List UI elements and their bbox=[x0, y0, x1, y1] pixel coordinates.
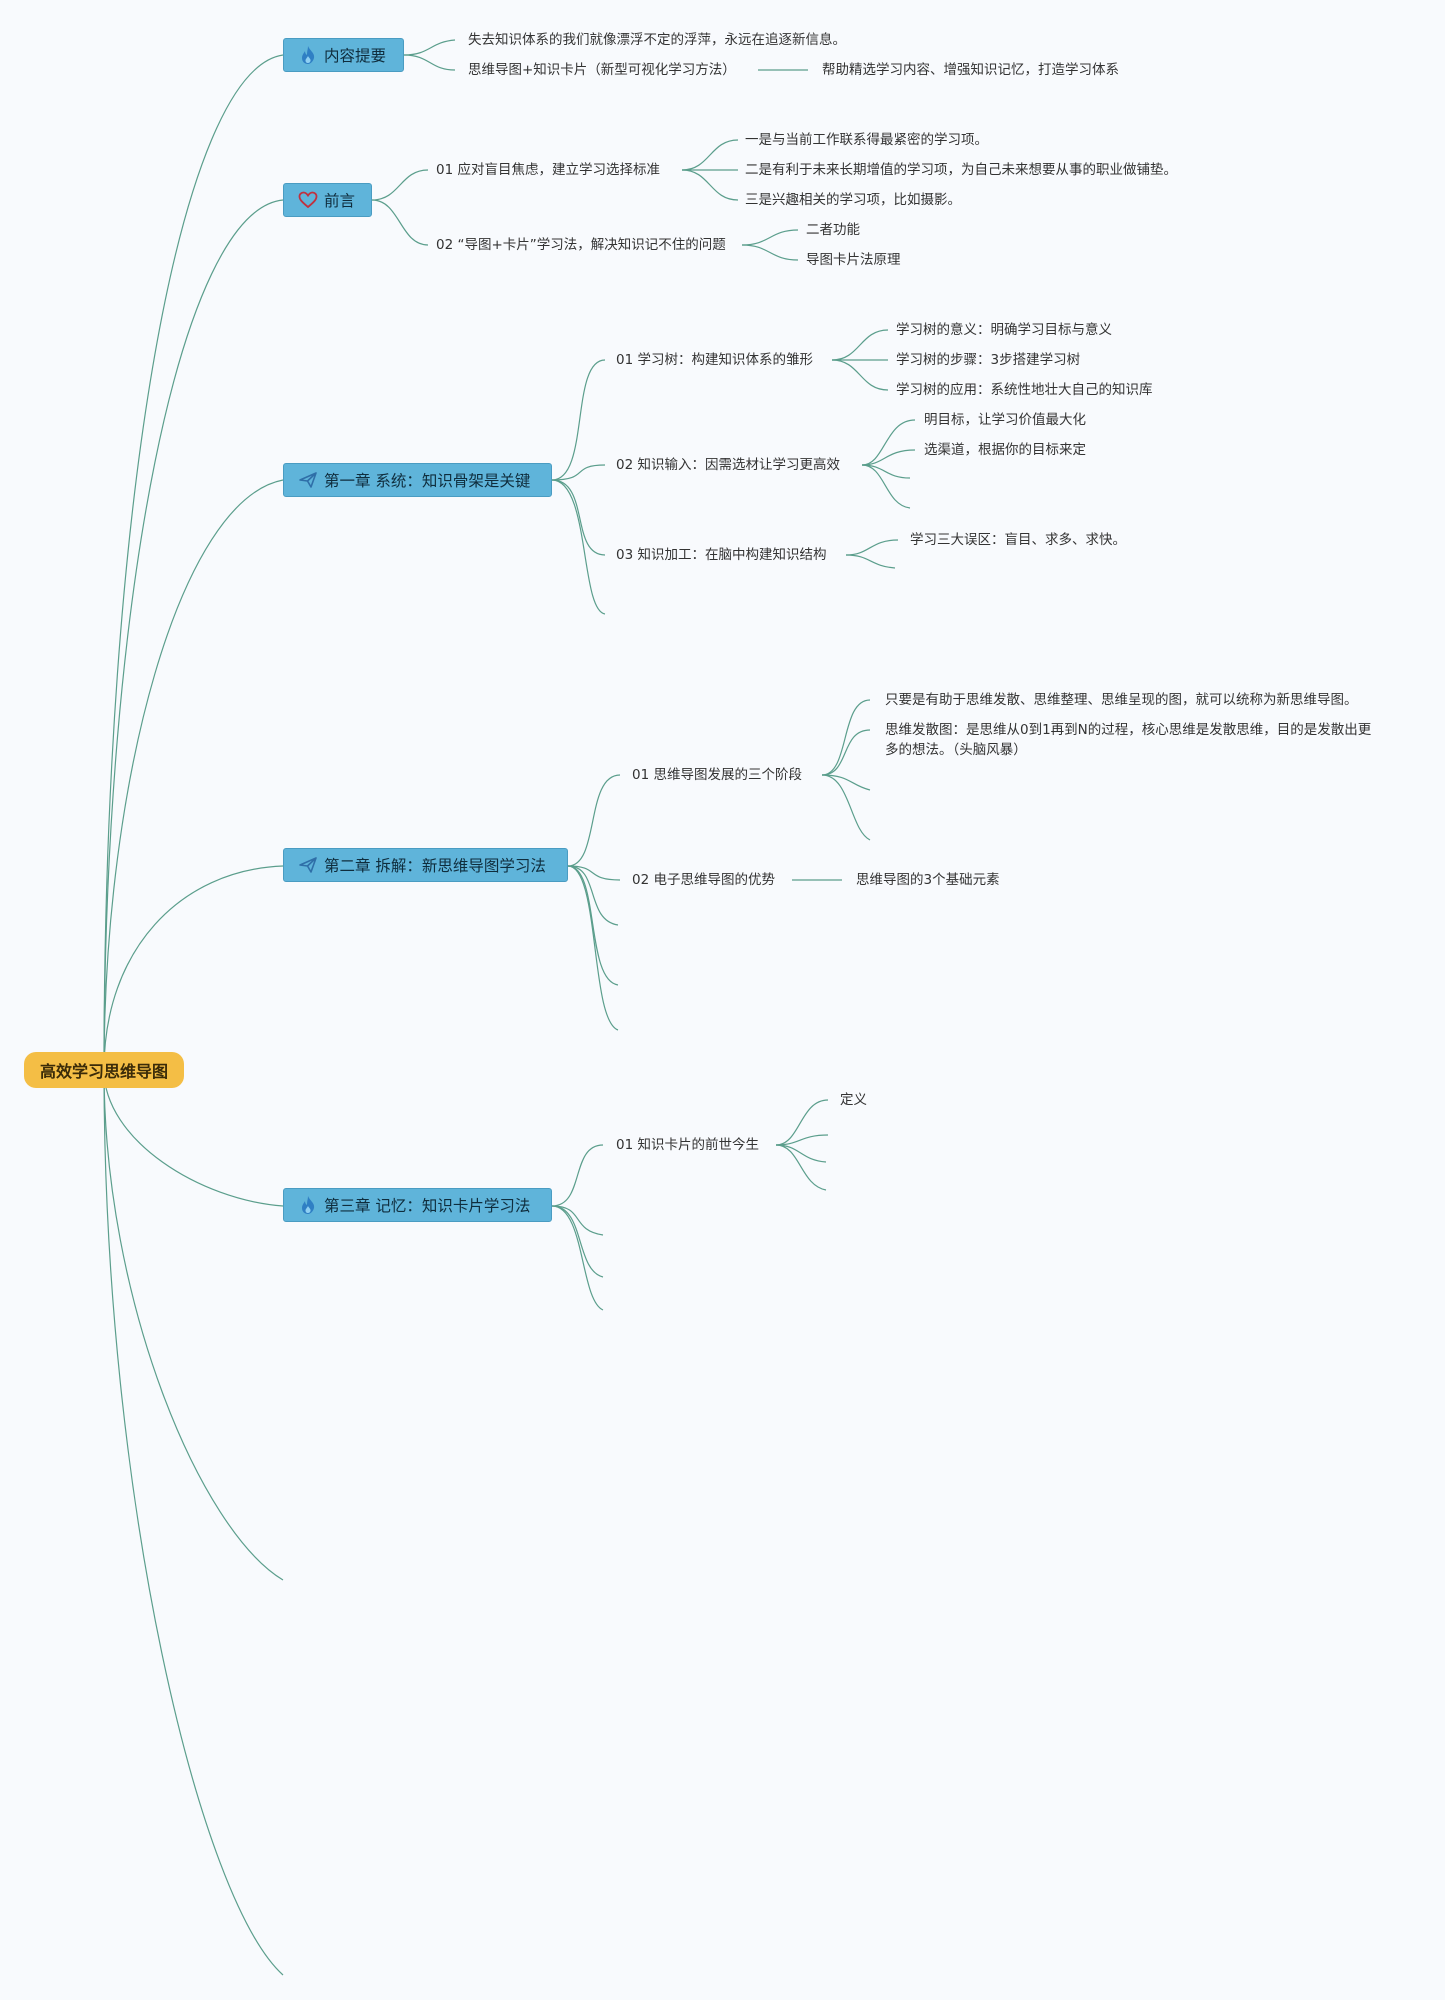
root-title: 高效学习思维导图 bbox=[39, 1062, 168, 1081]
branch-summary[interactable]: 内容提要 bbox=[283, 38, 404, 72]
preface-item-1[interactable]: 01 应对盲目焦虑，建立学习选择标准 bbox=[436, 162, 660, 178]
branch-chapter-2-label: 第二章 拆解：新思维导图学习法 bbox=[324, 857, 546, 875]
preface-item-2-child-2[interactable]: 导图卡片法原理 bbox=[806, 252, 901, 268]
fire-icon bbox=[298, 45, 318, 65]
branch-chapter-2[interactable]: 第二章 拆解：新思维导图学习法 bbox=[283, 848, 568, 882]
ch3-section-1[interactable]: 01 知识卡片的前世今生 bbox=[616, 1137, 759, 1153]
ch1-section-1[interactable]: 01 学习树：构建知识体系的雏形 bbox=[616, 352, 813, 368]
ch1-section-2-child-1[interactable]: 明目标，让学习价值最大化 bbox=[924, 412, 1086, 428]
ch1-section-1-child-1[interactable]: 学习树的意义：明确学习目标与意义 bbox=[896, 322, 1112, 338]
ch1-section-2[interactable]: 02 知识输入：因需选材让学习更高效 bbox=[616, 457, 840, 473]
ch1-section-3-child-1[interactable]: 学习三大误区：盲目、求多、求快。 bbox=[910, 532, 1126, 548]
branch-chapter-1[interactable]: 第一章 系统：知识骨架是关键 bbox=[283, 463, 552, 497]
preface-item-2[interactable]: 02 “导图+卡片”学习法，解决知识记不住的问题 bbox=[436, 237, 726, 253]
paper-plane-icon bbox=[298, 470, 318, 490]
ch1-section-1-child-2[interactable]: 学习树的步骤：3步搭建学习树 bbox=[896, 352, 1081, 368]
preface-item-2-child-1[interactable]: 二者功能 bbox=[806, 222, 860, 238]
ch1-section-1-child-3[interactable]: 学习树的应用：系统性地壮大自己的知识库 bbox=[896, 382, 1153, 398]
ch2-section-1[interactable]: 01 思维导图发展的三个阶段 bbox=[632, 767, 802, 783]
root-node[interactable]: 高效学习思维导图 bbox=[24, 1052, 184, 1088]
ch2-section-1-child-1[interactable]: 只要是有助于思维发散、思维整理、思维呈现的图，就可以统称为新思维导图。 bbox=[885, 692, 1358, 708]
fire-icon bbox=[298, 1195, 318, 1215]
summary-item-2-child[interactable]: 帮助精选学习内容、增强知识记忆，打造学习体系 bbox=[822, 62, 1119, 78]
branch-preface[interactable]: 前言 bbox=[283, 183, 372, 217]
paper-plane-icon bbox=[298, 855, 318, 875]
preface-item-1-child-3[interactable]: 三是兴趣相关的学习项，比如摄影。 bbox=[745, 192, 961, 208]
branch-chapter-3[interactable]: 第三章 记忆：知识卡片学习法 bbox=[283, 1188, 552, 1222]
heart-icon bbox=[298, 190, 318, 210]
ch3-section-1-child-1[interactable]: 定义 bbox=[840, 1092, 867, 1108]
ch1-section-2-child-2[interactable]: 选渠道，根据你的目标来定 bbox=[924, 442, 1086, 458]
preface-item-1-child-2[interactable]: 二是有利于未来长期增值的学习项，为自己未来想要从事的职业做铺垫。 bbox=[745, 162, 1177, 178]
preface-item-1-child-1[interactable]: 一是与当前工作联系得最紧密的学习项。 bbox=[745, 132, 988, 148]
ch1-section-3[interactable]: 03 知识加工：在脑中构建知识结构 bbox=[616, 547, 827, 563]
branch-preface-label: 前言 bbox=[324, 192, 356, 210]
branch-summary-label: 内容提要 bbox=[324, 47, 387, 65]
branch-chapter-3-label: 第三章 记忆：知识卡片学习法 bbox=[324, 1197, 531, 1215]
ch2-section-2-child-1[interactable]: 思维导图的3个基础元素 bbox=[856, 872, 1000, 888]
summary-item-1[interactable]: 失去知识体系的我们就像漂浮不定的浮萍，永远在追逐新信息。 bbox=[468, 32, 846, 48]
ch2-section-1-child-2[interactable]: 思维发散图：是思维从0到1再到N的过程，核心思维是发散思维，目的是发散出更多的想… bbox=[885, 722, 1372, 758]
ch2-section-2[interactable]: 02 电子思维导图的优势 bbox=[632, 872, 775, 888]
branch-chapter-1-label: 第一章 系统：知识骨架是关键 bbox=[324, 472, 531, 490]
summary-item-2[interactable]: 思维导图+知识卡片（新型可视化学习方法） bbox=[468, 62, 736, 78]
